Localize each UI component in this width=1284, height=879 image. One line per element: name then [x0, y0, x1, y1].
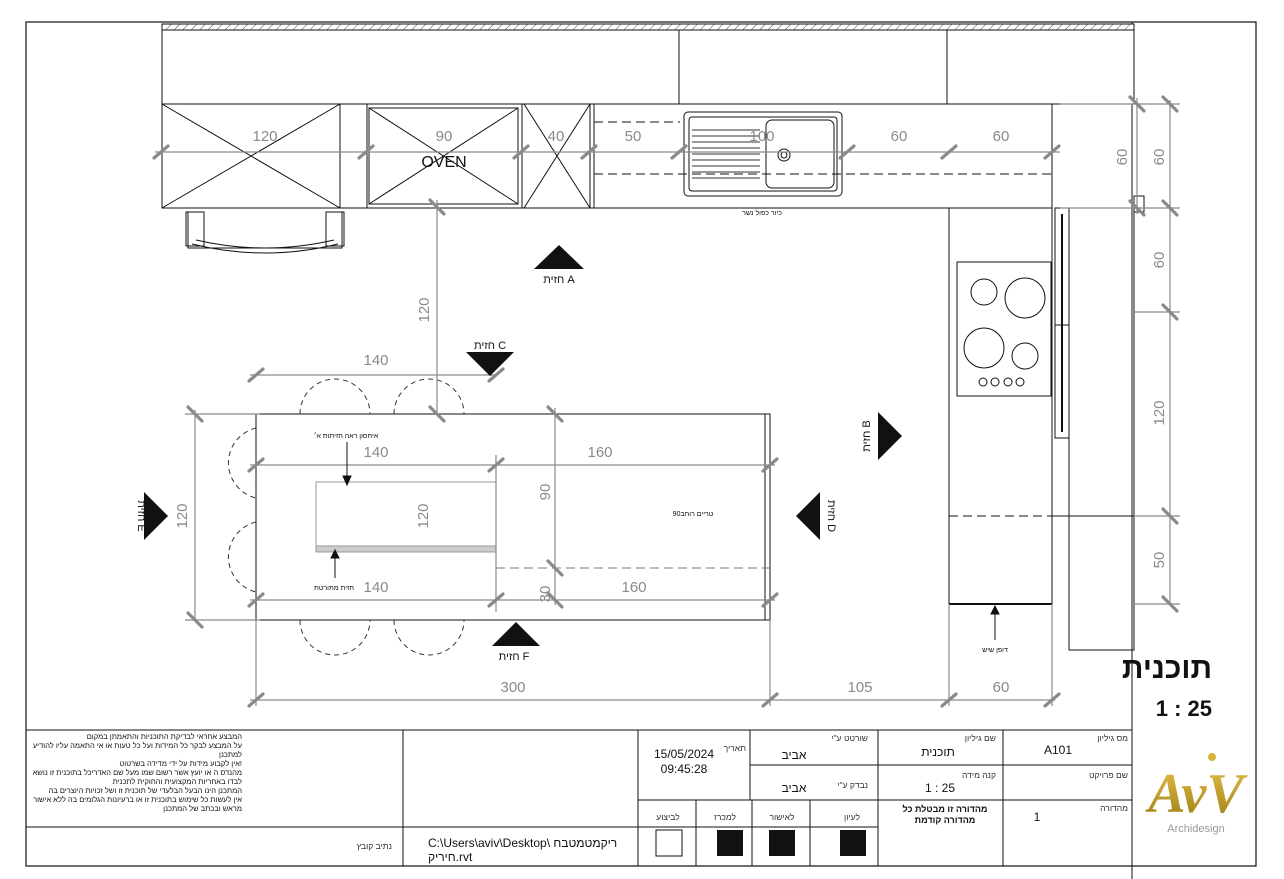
- checked-by-label: נבדק ע"י: [837, 780, 868, 790]
- archidesign-logo: AvV Archidesign: [1145, 753, 1248, 835]
- dim-island-160-bottom: 160: [621, 579, 646, 596]
- dim-island-140-mid: 140: [363, 444, 388, 461]
- dim-right-120: 120: [1151, 400, 1168, 425]
- sheet-no-label: מס גיליון: [1097, 733, 1128, 743]
- view-marker-e: [144, 492, 168, 540]
- view-marker-f: [492, 622, 540, 646]
- dim-island-120-inner: 120: [415, 503, 432, 528]
- status-box-tender: [717, 830, 743, 856]
- dim-bottom-60: 60: [993, 679, 1010, 696]
- scale-value: 1 : 25: [925, 781, 955, 795]
- sink: [683, 111, 843, 197]
- dim-counter-50: 50: [625, 128, 642, 145]
- date-label: תאריך: [724, 743, 746, 753]
- title-block: [26, 729, 1132, 866]
- svg-text:אין לקבוע מידות על ידי מדידה ב: אין לקבוע מידות על ידי מדידה בשרטוט!: [119, 759, 242, 768]
- disclaimer-notes: המבצע אחראי לבדיקת התוכניות והתאמתן במקו…: [33, 732, 243, 813]
- dim-vertical-120: 120: [416, 297, 433, 322]
- view-marker-b: [878, 412, 902, 460]
- sink-note: כיור כפול נשר: [742, 209, 782, 217]
- svg-text:לבדו באחריות המקצועית והחוקית: לבדו באחריות המקצועית והחוקית לתכנית: [113, 777, 242, 786]
- dim-counter-40: 40: [548, 128, 565, 145]
- drawn-by-label: שורטט ע"י: [831, 733, 868, 743]
- checked-by-value: אביב: [782, 781, 807, 795]
- dim-bottom-105: 105: [847, 679, 872, 696]
- dim-right-60b: 60: [1151, 252, 1168, 269]
- revision-value: 1: [1034, 810, 1041, 824]
- view-marker-a: [534, 245, 584, 269]
- view-markers: [144, 245, 902, 646]
- view-label-b: חזית B: [861, 420, 873, 451]
- sheet-no-value: A101: [1044, 743, 1072, 757]
- date-value: 15/05/2024: [654, 747, 714, 761]
- logo-mark: AvV: [1145, 763, 1248, 825]
- view-label-e: חזית E: [135, 500, 147, 531]
- sheet-name-label: שם גיליון: [965, 733, 996, 743]
- sheet-name-value: תוכנית: [921, 745, 955, 759]
- dim-right-50: 50: [1151, 552, 1168, 569]
- status-box-execution: [655, 829, 683, 857]
- sheet-title: תוכנית: [1122, 652, 1212, 685]
- svg-text:אין לעשות כל שימוש בתוכנית זו: אין לעשות כל שימוש בתוכנית זו או ברעיונו…: [33, 795, 242, 804]
- view-marker-d: [796, 492, 820, 540]
- logo-subtitle: Archidesign: [1167, 823, 1224, 835]
- note-arrows: [330, 442, 1000, 640]
- sheet-scale: 1 : 25: [1156, 696, 1212, 721]
- sheet-border: [25, 21, 1257, 867]
- status-label-review: לעיון: [844, 812, 860, 822]
- project-label: שם פרויקט: [1089, 770, 1128, 780]
- dim-island-30: 30: [537, 586, 554, 603]
- svg-text:מראש ובכתב של המתכנן: מראש ובכתב של המתכנן: [163, 804, 242, 813]
- time-value: 09:45:28: [661, 762, 708, 776]
- dim-bottom-300: 300: [500, 679, 525, 696]
- revision-label: מהדורה: [1100, 803, 1128, 813]
- dim-island-90: 90: [537, 484, 554, 501]
- dim-counter-90: 90: [436, 128, 453, 145]
- floor-plan: [161, 23, 1145, 656]
- view-label-c: חזית C: [474, 340, 506, 352]
- dim-island-120-left: 120: [174, 503, 191, 528]
- dim-counter-120: 120: [252, 128, 277, 145]
- island-note-storage: איחסון ראה חזיתות א׳: [314, 432, 379, 440]
- status-box-approval: [769, 830, 795, 856]
- dimension-lines: [155, 98, 1180, 706]
- dim-island-160-mid: 160: [587, 444, 612, 461]
- dim-island-140-bottom: 140: [363, 579, 388, 596]
- status-boxes: [655, 829, 866, 857]
- view-label-f: חזית F: [499, 651, 530, 663]
- svg-text:המתכנן הינו הבעל הבלעדי של תוכ: המתכנן הינו הבעל הבלעדי של תוכנית זו ושל…: [49, 786, 243, 795]
- svg-text:על המבצע לבקר כל המידות ועל כל: על המבצע לבקר כל המידות ועל כל טעות או א…: [33, 741, 242, 750]
- status-label-execution: לביצוע: [656, 812, 680, 822]
- svg-text:מהנדס ה או יועץ אשר רשום שמו: מהנדס ה או יועץ אשר רשום שמו מעל שם האדר…: [33, 768, 242, 777]
- dim-counter-60a: 60: [891, 128, 908, 145]
- island: [255, 413, 771, 621]
- cooktop: [956, 261, 1052, 397]
- dim-right-60a: 60: [1151, 149, 1168, 166]
- file-path-line1: C:\Users\aviv\Desktop\ ריקמטמטבח: [428, 836, 617, 850]
- dim-island-140-top: 140: [363, 352, 388, 369]
- drawn-by-value: אביב: [782, 748, 807, 762]
- status-box-review: [840, 830, 866, 856]
- dim-counter-60b: 60: [993, 128, 1010, 145]
- dimension-ticks: [152, 95, 1179, 708]
- view-marker-c: [466, 352, 514, 376]
- dim-right-60-inner: 60: [1114, 149, 1131, 166]
- svg-text:המבצע אחראי לבדיקת התוכניות וה: המבצע אחראי לבדיקת התוכניות והתאמתן במקו…: [87, 732, 243, 741]
- dim-counter-100: 100: [749, 128, 774, 145]
- status-label-tender: למכרז: [714, 812, 737, 822]
- revision-note-2: מהדורה קודמת: [915, 815, 976, 825]
- svg-text:למתכנן: למתכנן: [219, 750, 242, 759]
- scale-label: קנה מידה: [962, 770, 996, 780]
- file-path-line2: חיריק.rvt: [428, 850, 473, 864]
- island-note-trim: טריים רוחב90: [673, 511, 714, 518]
- sheshon-note: דופן שיש: [982, 647, 1008, 654]
- oven-label: OVEN: [421, 154, 466, 171]
- status-label-approval: לאישור: [769, 812, 794, 822]
- file-path-label: נתיב קובץ: [357, 841, 392, 851]
- island-note-drawers: חזית מתורטת: [314, 585, 354, 592]
- view-label-a: חזית A: [543, 274, 575, 286]
- view-label-d: חזית D: [825, 500, 837, 532]
- revision-note-1: מהדורה זו מבטלת כל: [903, 804, 988, 814]
